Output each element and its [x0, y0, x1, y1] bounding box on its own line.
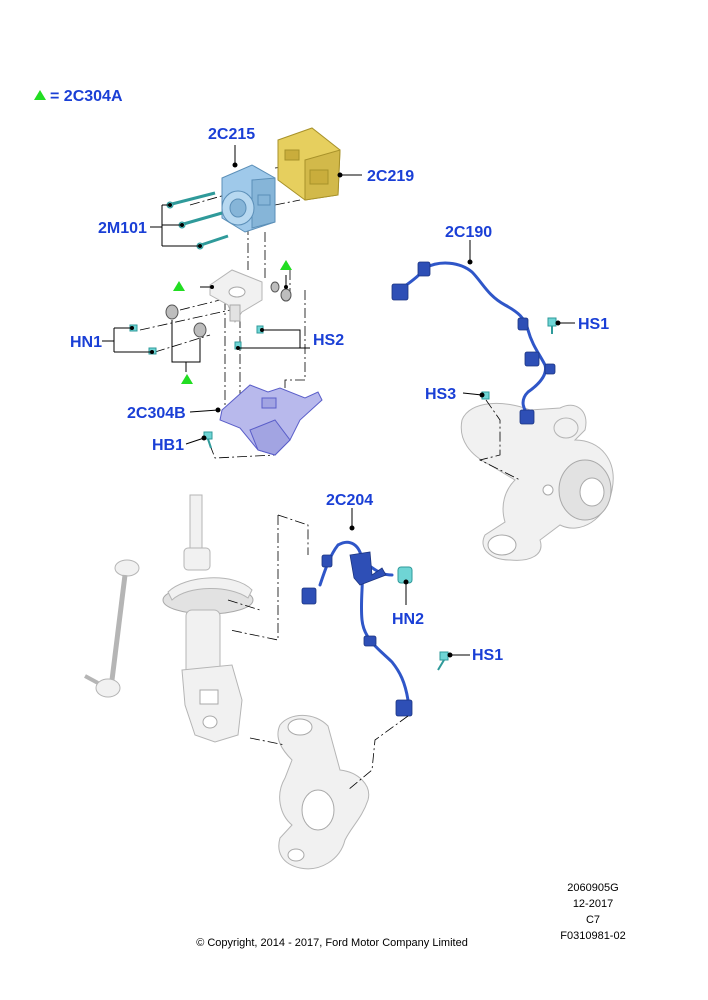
- bushings: [165, 281, 292, 338]
- callout-2c215: 2C215: [208, 126, 255, 143]
- callout-hn1: HN1: [70, 334, 102, 351]
- callout-2c304b: 2C304B: [127, 405, 186, 422]
- triangle-marker-icon: [181, 374, 193, 384]
- callout-2m101: 2M101: [98, 220, 147, 237]
- footer: 2060905G 12-2017 C7 F0310981-02 © Copyri…: [196, 882, 626, 949]
- callout-2c204: 2C204: [326, 492, 373, 509]
- stabilizer-link: [84, 559, 140, 698]
- bracket-2c304b: [219, 384, 323, 456]
- callout-hb1: HB1: [152, 437, 184, 454]
- leader-lines: [102, 145, 575, 658]
- reference-date: 12-2017: [573, 898, 613, 910]
- bolts-2m101: [166, 191, 229, 250]
- assembly-lines-lower: [227, 514, 409, 791]
- callout-hs1-bottom: HS1: [472, 647, 503, 664]
- callout-hn2: HN2: [392, 611, 424, 628]
- callout-2c219: 2C219: [367, 168, 414, 185]
- triangle-markers: [173, 260, 292, 384]
- callout-labels: 2C215 2C219 2M101 2C190 HS1 HN1 HS2 HS3 …: [70, 126, 609, 664]
- hydraulic-unit-2c215: [221, 164, 276, 233]
- sensor-cable-2c190: [391, 261, 557, 425]
- callout-hs3: HS3: [425, 386, 456, 403]
- legend-label: = 2C304A: [50, 88, 123, 105]
- reference-code-2: C7: [586, 914, 600, 926]
- knuckle-lower: [277, 714, 370, 870]
- legend: = 2C304A: [34, 88, 123, 105]
- knuckle-hub-right: [460, 402, 614, 561]
- reference-code-3: F0310981-02: [560, 930, 625, 942]
- callout-2c190: 2C190: [445, 224, 492, 241]
- legend-triangle-icon: [34, 90, 46, 100]
- mounting-bracket-upper: [209, 269, 263, 324]
- triangle-marker-icon: [280, 260, 292, 270]
- copyright-notice: © Copyright, 2014 - 2017, Ford Motor Com…: [196, 937, 468, 949]
- callout-hs2: HS2: [313, 332, 344, 349]
- sensor-cable-2c204: [301, 540, 449, 717]
- triangle-marker-icon: [173, 281, 185, 291]
- reference-code-1: 2060905G: [567, 882, 618, 894]
- callout-hs1-top: HS1: [578, 316, 609, 333]
- strut-assembly: [162, 494, 254, 743]
- control-module-2c219: [277, 127, 341, 201]
